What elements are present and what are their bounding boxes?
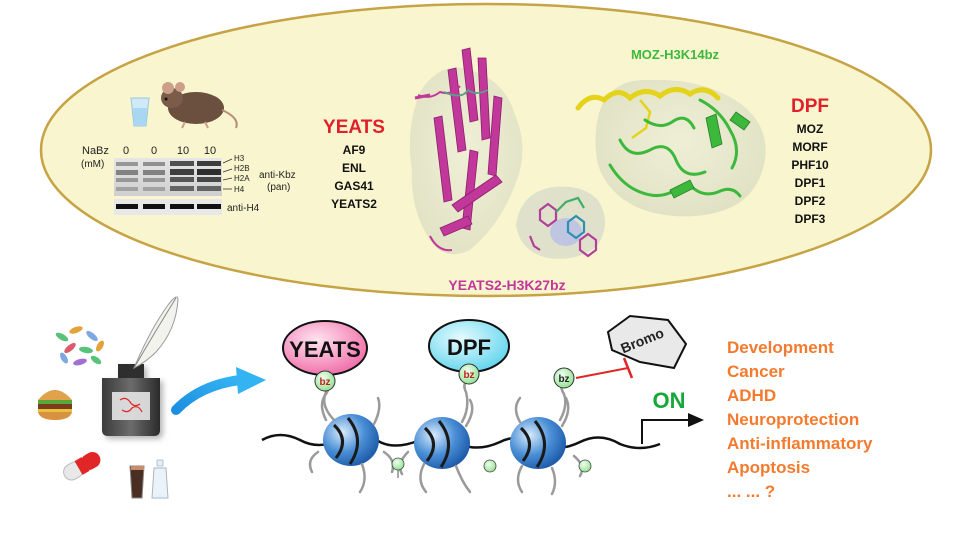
transcription-start-arrow: [641, 413, 704, 444]
yeats-member-3: YEATS2: [331, 197, 377, 211]
blot-dose-1: 0: [151, 145, 157, 157]
blot-dose-0: 0: [123, 145, 129, 157]
bromo-bz-mark: bz: [558, 374, 569, 385]
yeats-family-list: YEATS AF9 ENL GAS41 YEATS2: [323, 117, 385, 211]
outcome-4: Anti-inflammatory: [727, 434, 873, 453]
water-glass-icon: [130, 97, 150, 127]
dpf-member-0: MOZ: [797, 122, 824, 136]
pill-capsule-icon: [63, 452, 101, 481]
outcomes-list: Development Cancer ADHD Neuroprotection …: [727, 338, 873, 501]
outcome-3: Neuroprotection: [727, 410, 859, 429]
cola-glass-icon: [129, 465, 145, 499]
blot-loading-membrane: [114, 199, 222, 215]
nucleosome-2: [414, 417, 470, 469]
water-bottle-icon: [151, 459, 169, 499]
yeats2-pocket-zoom: [516, 186, 605, 259]
band-label-h3: H3: [234, 154, 245, 163]
band-label-h2b: H2B: [234, 164, 250, 173]
ink-bottle-quill-icon: [102, 364, 160, 436]
dpf-member-1: MORF: [792, 140, 827, 154]
yeats-member-0: AF9: [343, 143, 366, 157]
mouse-icon: [161, 82, 238, 129]
quill-feather-icon: [133, 296, 179, 370]
blot-dose-2: 10: [177, 145, 189, 157]
blot-treatment-label: NaBz: [82, 145, 109, 157]
blot-antibody-loading: anti-H4: [227, 203, 260, 214]
outcome-0: Development: [727, 338, 834, 357]
yeats2-structure: [409, 47, 523, 255]
yeats2-complex-label: YEATS2-H3K27bz: [448, 277, 565, 293]
yeats-reader-label: YEATS: [289, 337, 361, 362]
gut-microbiota-icon: [55, 326, 104, 366]
blot-antibody-main-sub: (pan): [267, 182, 290, 193]
dpf-family-title: DPF: [791, 96, 829, 117]
moz-complex-label: MOZ-H3K14bz: [631, 47, 720, 62]
dpf-member-4: DPF2: [795, 194, 826, 208]
dpf-family-list: DPF MOZ MORF PHF10 DPF1 DPF2 DPF3: [791, 96, 829, 226]
small-bz-mark-1: [391, 457, 405, 478]
yeats-family-title: YEATS: [323, 117, 385, 138]
small-bz-mark-2: [483, 459, 497, 473]
band-label-h2a: H2A: [234, 174, 250, 183]
dpf-member-5: DPF3: [795, 212, 826, 226]
yeats-member-2: GAS41: [334, 179, 374, 193]
bromo-reader: Bromo: [606, 314, 688, 370]
blot-dose-3: 10: [204, 145, 216, 157]
outcome-5: Apoptosis: [727, 458, 810, 477]
nucleosome-3: [510, 417, 566, 469]
nucleosome-1: [323, 414, 379, 466]
transcription-on-label: ON: [653, 388, 686, 413]
bromo-bz-mark-group: bz: [553, 367, 575, 389]
band-label-h4: H4: [234, 185, 245, 194]
blot-antibody-main: anti-Kbz: [259, 170, 296, 181]
western-blot: NaBz (mM) 0 0 10 10 H3 H2B H2A H4 anti-K…: [81, 145, 296, 215]
dpf-bz-mark: bz: [463, 370, 474, 381]
yeats-bz-mark: bz: [319, 377, 330, 388]
burger-icon: [38, 390, 72, 420]
outcome-1: Cancer: [727, 362, 785, 381]
dpf-reader-label: DPF: [447, 335, 491, 360]
outcome-6: ... ... ?: [727, 482, 775, 501]
curved-arrow: [171, 367, 266, 415]
bromo-block-inhibition: [575, 357, 634, 379]
yeats-member-1: ENL: [342, 161, 366, 175]
dpf-reader: DPF bz: [428, 319, 510, 385]
yeats-reader: YEATS bz: [282, 320, 368, 392]
blot-treatment-unit: (mM): [81, 159, 104, 170]
outcome-2: ADHD: [727, 386, 776, 405]
small-bz-mark-3: [578, 459, 592, 473]
dpf-member-2: PHF10: [791, 158, 829, 172]
moz-structure: [575, 79, 766, 217]
dpf-member-3: DPF1: [795, 176, 826, 190]
